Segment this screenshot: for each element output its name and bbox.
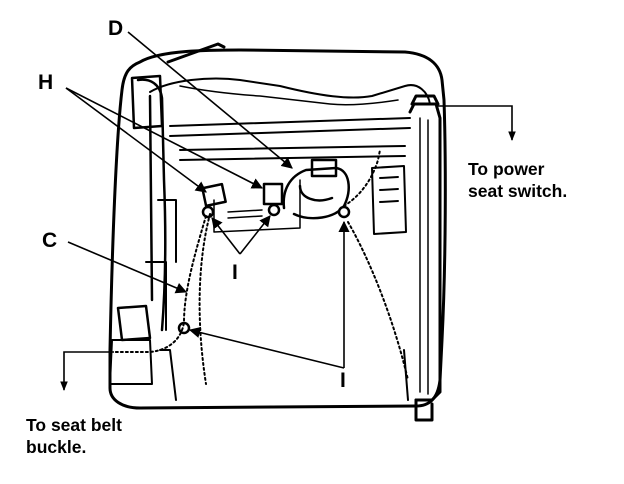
right-pillar-cap xyxy=(410,94,440,106)
harness-left-branch xyxy=(198,213,211,385)
top-cushion-inner xyxy=(179,85,399,106)
left-lower-frame xyxy=(145,199,177,331)
leader-d xyxy=(127,31,293,169)
right-side-frame-inner xyxy=(419,117,429,395)
seat-belt-buckle-block xyxy=(116,304,152,342)
leader-i-lower-1 xyxy=(188,326,345,369)
middle-cross-bar xyxy=(179,145,406,161)
callout-i-lower: I xyxy=(340,369,346,392)
buckle-bracket xyxy=(109,339,153,385)
harness-diagonal xyxy=(347,221,409,381)
note-power-seat-switch-line-1: To power xyxy=(468,159,545,179)
lower-rail xyxy=(159,349,409,401)
left-side-frame xyxy=(136,78,167,332)
note-seat-belt-buckle-line-1: To seat belt xyxy=(26,415,122,435)
clip-2 xyxy=(267,203,281,217)
upper-cross-bar xyxy=(169,117,411,137)
leader-i-upper-1 xyxy=(211,217,241,255)
headrest-rod xyxy=(166,42,226,64)
harness-d xyxy=(282,166,350,220)
power-switch-lead xyxy=(436,105,516,141)
harness-right-route xyxy=(343,149,381,207)
seat-belt-lead xyxy=(60,351,114,391)
right-side-frame xyxy=(408,102,442,402)
note-seat-belt-buckle: To seat belt buckle. xyxy=(26,414,122,458)
callout-d: D xyxy=(108,17,124,40)
leader-h-2 xyxy=(65,87,263,189)
clip-1 xyxy=(201,205,215,219)
leader-h-1 xyxy=(65,87,207,193)
connector-center xyxy=(262,182,284,206)
callout-c: C xyxy=(42,229,58,252)
harness-c-route xyxy=(113,215,207,353)
top-cushion-ridge xyxy=(149,77,431,105)
clip-3 xyxy=(337,205,351,219)
leader-i-upper-2 xyxy=(239,215,271,255)
note-power-seat-switch: To power seat switch. xyxy=(468,158,567,202)
note-power-seat-switch-line-2: seat switch. xyxy=(468,181,568,201)
callout-h: H xyxy=(38,71,54,94)
right-lower-stub xyxy=(414,398,434,422)
note-seat-belt-buckle-line-2: buckle. xyxy=(26,437,87,457)
leader-c xyxy=(67,241,188,294)
center-pan xyxy=(213,179,301,233)
callout-i-upper: I xyxy=(232,261,238,284)
connector-left xyxy=(201,182,227,208)
left-cushion-block xyxy=(130,74,164,130)
right-mechanism-box xyxy=(371,165,407,235)
